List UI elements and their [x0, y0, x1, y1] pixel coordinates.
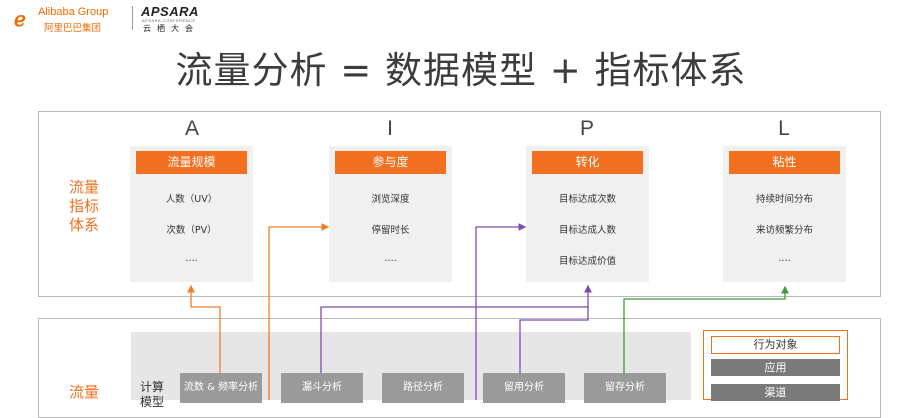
metric-item: …. [384, 253, 397, 264]
apsara-logo: APSARA APSARA CONFERENCE 云栖大会 [141, 4, 211, 34]
model-box-frequency: 流数 & 频率分析 [180, 373, 262, 403]
behavior-object-channel: 渠道 [711, 384, 840, 401]
metric-item: 次数（PV） [166, 225, 217, 236]
connector-path-to-conversion [475, 223, 527, 400]
column-letter-p: P [579, 117, 594, 140]
model-box-retention: 留存分析 [584, 373, 666, 403]
model-section-label: 流量 [69, 383, 100, 401]
connector-funnel-to-engagement [268, 223, 330, 400]
page-title: 流量分析 = 数据模型 + 指标体系 [175, 49, 747, 92]
connector-frequency-to-scale [187, 284, 221, 373]
metric-item: 来访频繁分布 [755, 225, 813, 236]
card-head: 转化 [532, 151, 643, 174]
connector-usage-to-conversion [519, 307, 589, 373]
model-box-path: 路径分析 [382, 373, 464, 403]
indicator-system-frame [38, 111, 881, 297]
logo-divider [132, 6, 133, 30]
card-traffic-scale: 流量规模 人数（UV） 次数（PV） …. [130, 146, 253, 282]
metric-item: 持续时间分布 [755, 194, 813, 205]
connector-funnel-to-conversion [320, 284, 592, 373]
metric-item: 目标达成人数 [558, 225, 616, 236]
model-box-usage: 留用分析 [483, 373, 565, 403]
card-head: 参与度 [335, 151, 446, 174]
metric-item: 浏览深度 [371, 194, 410, 205]
alibaba-logo-cn: 阿里巴巴集团 [44, 23, 102, 34]
alibaba-logo: ℯ Alibaba Group 阿里巴巴集团 [14, 6, 130, 34]
metric-item: …. [185, 253, 198, 264]
apsara-logo-cn: 云栖大会 [143, 24, 199, 33]
indicator-system-label: 流量 指标 体系 [69, 178, 100, 234]
connector-retention-to-stickiness [623, 285, 789, 373]
card-head: 粘性 [729, 151, 840, 174]
card-head: 流量规模 [136, 151, 247, 174]
metric-item: 目标达成价值 [558, 256, 616, 267]
column-letter-i: I [387, 117, 393, 140]
metric-item: 人数（UV） [165, 194, 218, 205]
metric-item: 停留时长 [371, 225, 410, 236]
column-letter-a: A [184, 117, 199, 140]
model-box-funnel: 漏斗分析 [281, 373, 363, 403]
apsara-logo-subtext: APSARA CONFERENCE [142, 18, 196, 23]
behavior-object-app: 应用 [711, 359, 840, 376]
metric-item: 目标达成次数 [558, 194, 616, 205]
connector-lines [187, 223, 789, 400]
behavior-object-title: 行为对象 [711, 336, 840, 354]
card-conversion: 转化 目标达成次数 目标达成人数 目标达成价值 [526, 146, 649, 282]
alibaba-logo-text: Alibaba Group [38, 6, 109, 18]
card-engagement: 参与度 浏览深度 停留时长 …. [329, 146, 452, 282]
column-letter-l: L [778, 117, 790, 140]
metric-item: …. [778, 253, 791, 264]
apsara-logo-text: APSARA [141, 4, 199, 19]
card-stickiness: 粘性 持续时间分布 来访频繁分布 …. [723, 146, 846, 282]
alibaba-mark-icon: ℯ [14, 7, 26, 31]
